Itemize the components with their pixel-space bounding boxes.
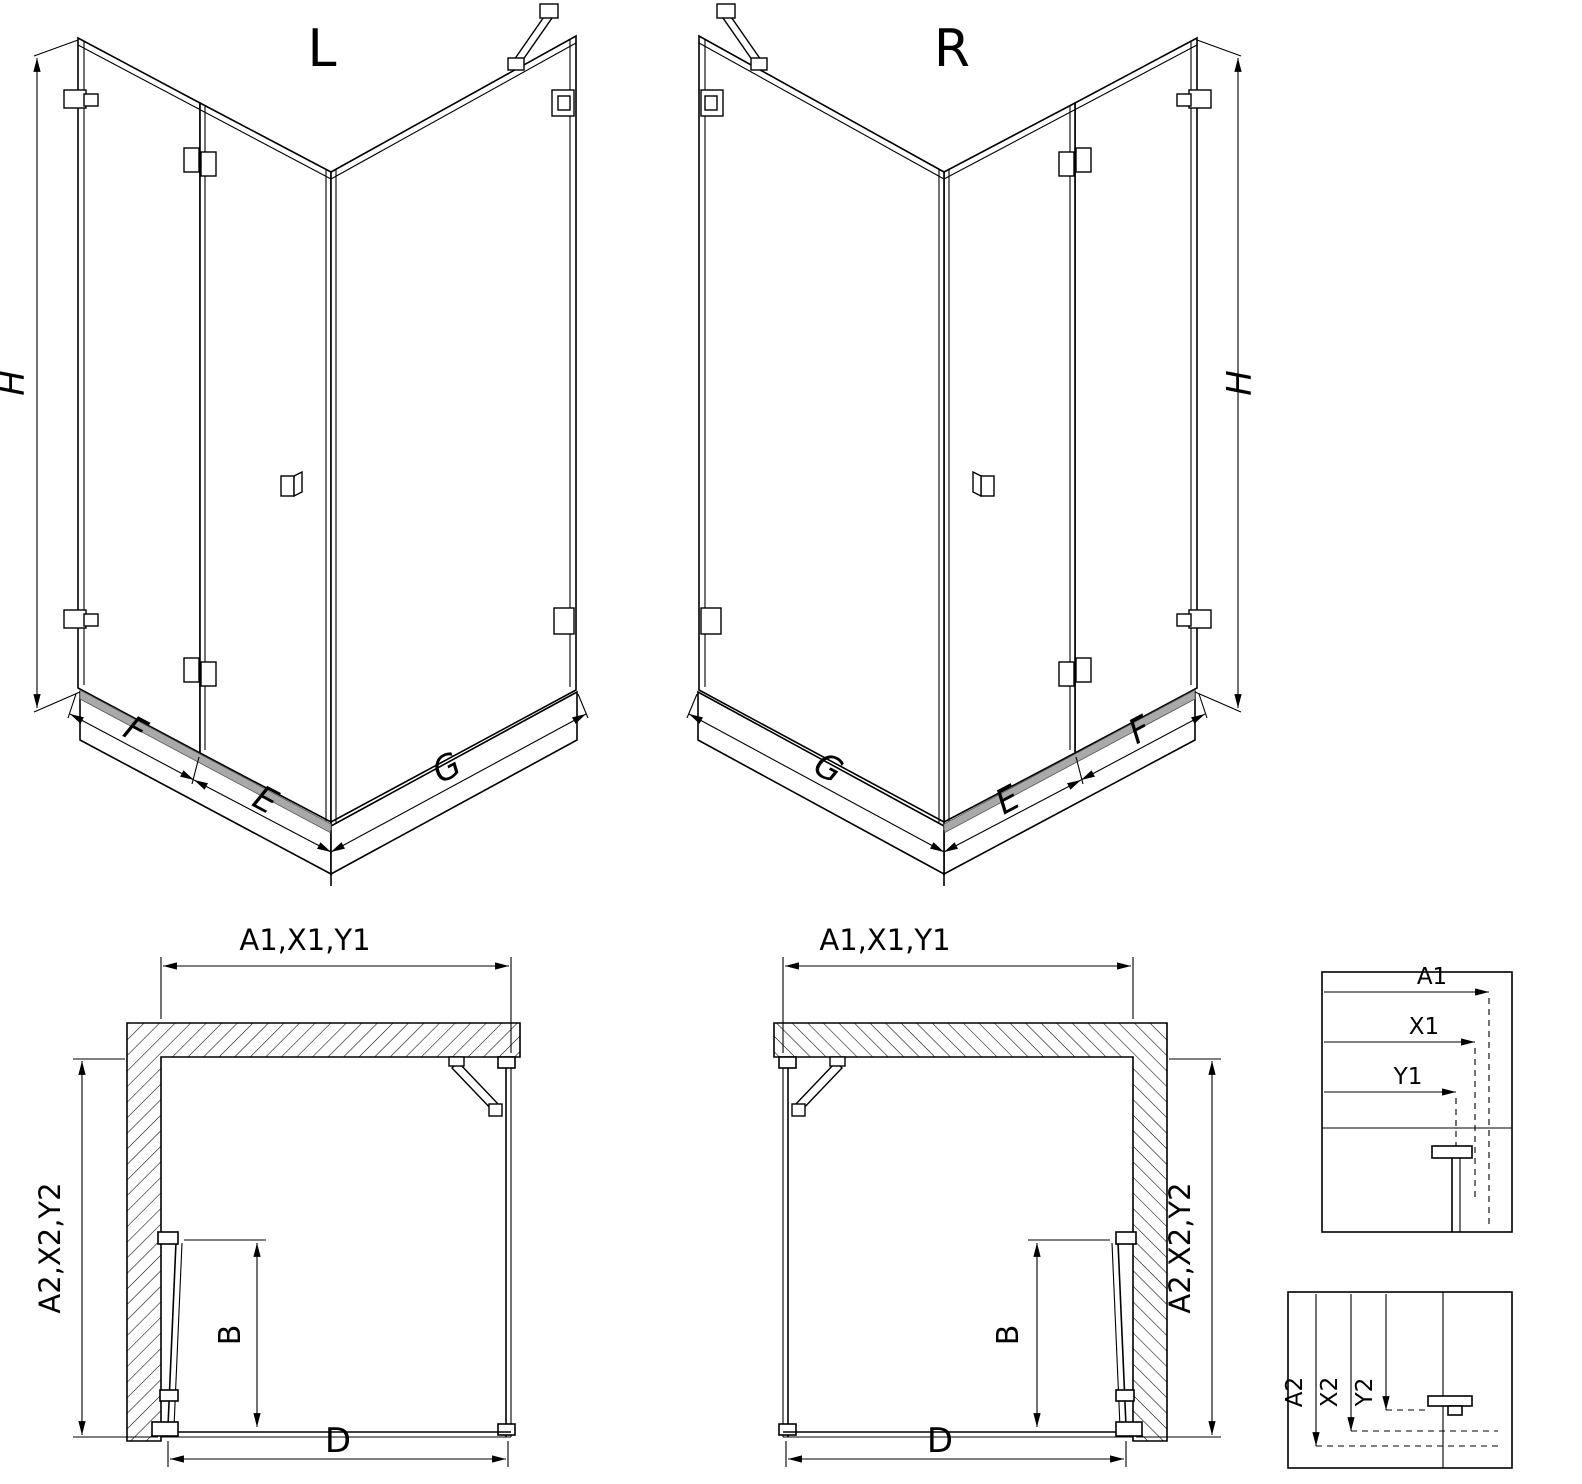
dim-label-a2-plan-left: A2,X2,Y2 bbox=[33, 1182, 67, 1313]
plan-left-view bbox=[73, 957, 521, 1467]
dim-label-b-plan-left: B bbox=[213, 1325, 248, 1346]
dim-height bbox=[33, 39, 81, 713]
wall-section bbox=[126, 1022, 521, 1442]
iso-right-view bbox=[687, 4, 1241, 886]
dim-label-a1-plan-left: A1,X1,Y1 bbox=[239, 923, 370, 957]
detail-label-x2: X2 bbox=[1317, 1377, 1343, 1407]
detail-bottom-arrows bbox=[1312, 1294, 1498, 1447]
door-panel-glass bbox=[199, 101, 332, 824]
open-door-plan bbox=[151, 1231, 183, 1437]
detail-label-a1: A1 bbox=[1417, 964, 1447, 990]
panel-bracket-bottom bbox=[497, 1423, 516, 1436]
dim-a1 bbox=[160, 957, 512, 1053]
dim-label-h-right: H bbox=[1220, 370, 1260, 396]
detail-label-y1: Y1 bbox=[1393, 1064, 1423, 1090]
dim-a2 bbox=[73, 1058, 158, 1438]
iso-left-view bbox=[33, 3, 589, 886]
dim-label-a1-plan-right: A1,X1,Y1 bbox=[819, 923, 950, 957]
detail-label-y2: Y2 bbox=[1352, 1378, 1378, 1408]
detail-label-x1: X1 bbox=[1409, 1014, 1439, 1040]
wall-bracket-bottom bbox=[63, 609, 99, 629]
detail-section-bottom bbox=[1287, 1291, 1513, 1469]
dim-label-d-plan-right: D bbox=[927, 1421, 953, 1461]
support-arm bbox=[507, 3, 559, 71]
support-arm-plan bbox=[448, 1056, 503, 1117]
profile-bracket-2 bbox=[1427, 1395, 1473, 1407]
fixed-panel-glass bbox=[77, 36, 201, 755]
dim-widths bbox=[67, 693, 589, 858]
profile-bracket bbox=[1431, 1145, 1473, 1159]
panel-bracket-top bbox=[497, 1056, 516, 1069]
detail-top-arrows bbox=[1324, 988, 1490, 1228]
wall-bracket-top bbox=[63, 89, 99, 109]
dim-b bbox=[184, 1239, 266, 1427]
dim-label-b-plan-right: B bbox=[991, 1325, 1026, 1346]
view-label-left: L bbox=[308, 19, 337, 79]
side-panel-bracket-bottom bbox=[553, 607, 575, 635]
door-handle bbox=[280, 470, 303, 498]
dim-d bbox=[167, 1441, 509, 1467]
door-hinge-top bbox=[183, 147, 217, 177]
side-panel-bracket-top bbox=[551, 89, 575, 117]
door-hinge-bottom bbox=[183, 657, 217, 687]
plan-right-view bbox=[774, 957, 1221, 1467]
dim-label-d-plan-left: D bbox=[325, 1421, 351, 1461]
dim-label-h-left: H bbox=[0, 370, 33, 396]
dim-label-a2-plan-right: A2,X2,Y2 bbox=[1163, 1182, 1197, 1313]
view-label-right: R bbox=[934, 19, 970, 79]
detail-section-top bbox=[1321, 971, 1513, 1233]
detail-label-a2: A2 bbox=[1282, 1377, 1308, 1407]
profile-block bbox=[1447, 1405, 1463, 1416]
side-panel-glass bbox=[330, 34, 577, 824]
